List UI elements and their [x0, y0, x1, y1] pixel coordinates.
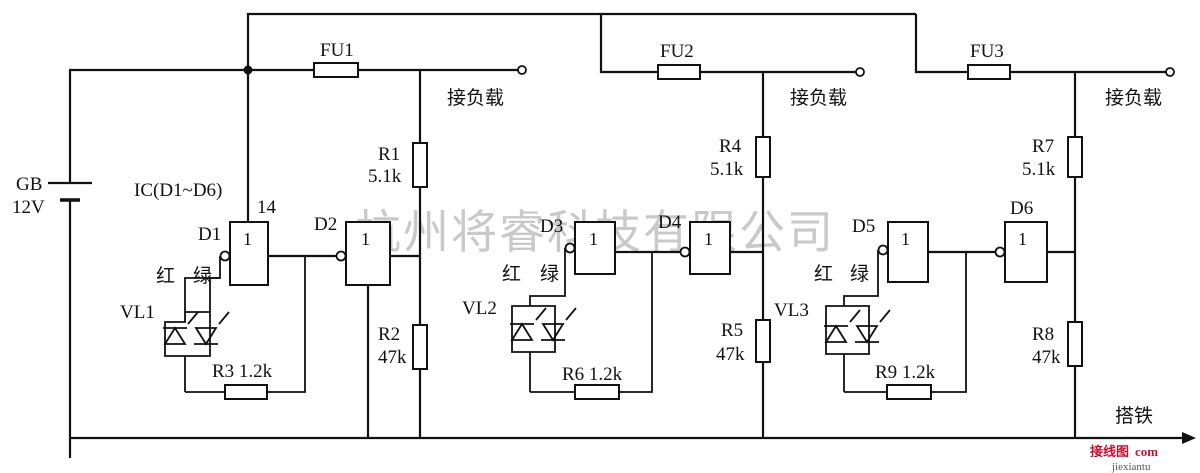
inverter-gate-d3 — [574, 221, 616, 275]
resistor-value: 47k — [378, 347, 407, 368]
ground-label: 搭铁 — [1115, 405, 1153, 427]
inverter-gate-d1 — [229, 221, 269, 286]
fuse-fu3 — [967, 64, 1011, 80]
battery-gb: GB 12V — [12, 174, 92, 218]
load-label: 接负载 — [1105, 87, 1162, 109]
load-label: 接负载 — [447, 87, 504, 109]
ic-label: IC(D1~D6) — [134, 180, 222, 201]
brand-logo-text: com — [1135, 444, 1158, 459]
led-green-diode — [855, 325, 879, 344]
channel-1: FU1 接负载 R1 5.1k R2 47k 1 D1 1 D2 — [120, 40, 527, 438]
led-red-label: 红 — [814, 263, 833, 285]
svg-text:1: 1 — [1018, 229, 1027, 249]
resistor-name: R7 — [1032, 136, 1054, 157]
main-wiring — [68, 12, 1085, 458]
led-red-diode — [163, 326, 187, 345]
led-green-label: 绿 — [540, 263, 559, 285]
svg-text:1: 1 — [901, 229, 910, 249]
inverter-gate-d2 — [345, 221, 391, 286]
resistor-r6 — [574, 384, 620, 400]
load-label: 接负载 — [790, 87, 847, 109]
led-green-label: 绿 — [850, 263, 869, 285]
resistor-name: R2 — [378, 324, 400, 345]
resistor-r4 — [755, 136, 771, 178]
led-green-label: 绿 — [193, 265, 212, 287]
resistor-label: R3 1.2k — [212, 361, 273, 382]
brand-logo: 接线图 com jiexiantu — [1090, 444, 1158, 473]
battery-name: GB — [16, 174, 42, 195]
resistor-r8 — [1067, 321, 1083, 367]
resistor-name: R5 — [721, 320, 743, 341]
resistor-r3 — [224, 384, 268, 400]
gate-name: D1 — [198, 224, 221, 245]
gate-name: D3 — [540, 216, 563, 237]
led-name: VL2 — [462, 298, 497, 319]
fuse-label: FU2 — [660, 41, 694, 62]
inverter-gate-d6 — [1004, 221, 1048, 283]
brand-name: 接线图 — [1090, 444, 1129, 459]
load-terminal-2 — [855, 67, 865, 77]
gate-name: D6 — [1010, 198, 1033, 219]
ic-pin-label: 14 — [257, 197, 277, 218]
resistor-label: R9 1.2k — [875, 362, 936, 383]
inverter-gate-d4 — [689, 221, 731, 275]
led-green-diode — [194, 327, 218, 346]
channel-2: FU2 接负载 R4 5.1k R5 47k 1 D3 1 D4 红 绿 — [462, 41, 865, 438]
load-terminal-3 — [1165, 67, 1175, 77]
fuse-fu1 — [313, 62, 359, 78]
resistor-name: R4 — [719, 136, 742, 157]
resistor-r1 — [412, 142, 428, 188]
resistor-value: 5.1k — [368, 166, 402, 187]
resistor-value: 47k — [1032, 347, 1061, 368]
led-red-label: 红 — [502, 263, 521, 285]
resistor-r2 — [412, 324, 428, 370]
led-red-diode — [824, 324, 848, 343]
resistor-r5 — [755, 319, 771, 363]
resistor-label: R6 1.2k — [562, 364, 623, 385]
led-red-diode — [510, 322, 534, 341]
led-name: VL1 — [120, 302, 155, 323]
resistor-value: 47k — [716, 344, 745, 365]
svg-text:1: 1 — [589, 229, 598, 249]
ground-arrow: 搭铁 — [1085, 405, 1196, 444]
led-green-diode — [541, 323, 565, 342]
battery-voltage: 12V — [12, 197, 45, 218]
svg-text:1: 1 — [704, 229, 713, 249]
resistor-value: 5.1k — [710, 159, 744, 180]
gate-name: D2 — [314, 214, 337, 235]
gate-name: D4 — [658, 212, 682, 233]
resistor-value: 5.1k — [1022, 159, 1056, 180]
resistor-name: R8 — [1032, 324, 1054, 345]
resistor-r7 — [1067, 136, 1083, 178]
fuse-label: FU1 — [320, 40, 354, 61]
brand-site: jiexiantu — [1111, 461, 1151, 473]
svg-text:1: 1 — [243, 229, 252, 249]
svg-text:1: 1 — [361, 229, 370, 249]
load-terminal-1 — [517, 65, 527, 75]
resistor-name: R1 — [378, 144, 400, 165]
gate-name: D5 — [852, 216, 875, 237]
fuse-label: FU3 — [970, 41, 1004, 62]
fuse-fu2 — [657, 64, 701, 80]
led-name: VL3 — [774, 300, 809, 321]
channel-3: FU3 接负载 R7 5.1k R8 47k 1 D5 1 D6 红 绿 — [774, 41, 1175, 438]
resistor-r9 — [886, 384, 932, 400]
led-red-label: 红 — [156, 265, 175, 287]
